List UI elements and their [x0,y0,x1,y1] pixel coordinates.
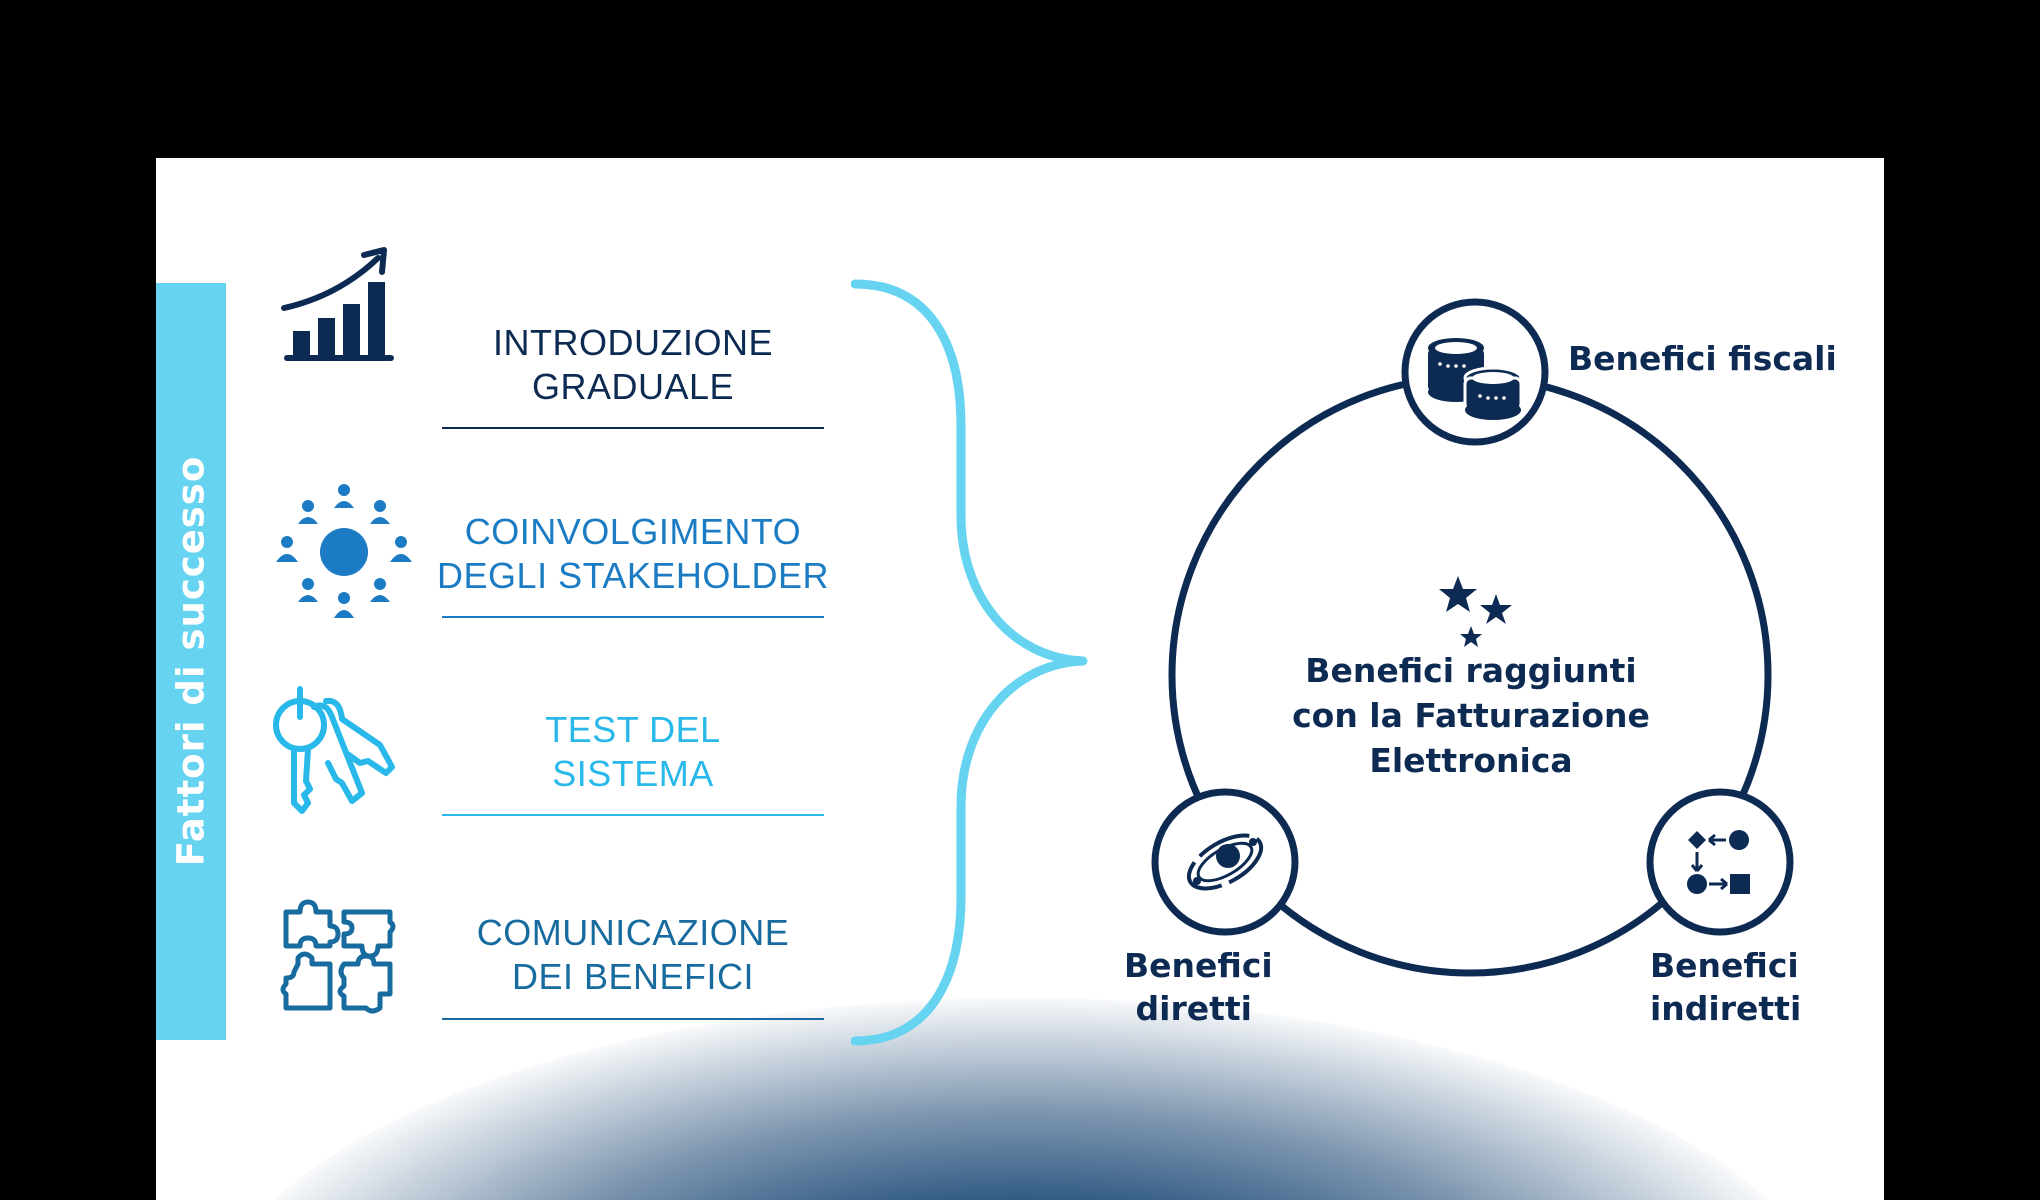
label-fiscal-benefits: Benefici fiscali [1568,339,1837,378]
factor-title: INTRODUZIONE GRADUALE [493,322,773,407]
stakeholders-network-icon [276,484,412,618]
process-flow-icon [1687,830,1750,894]
infographic-panel: Fattori di successo INTRODUZIONE GRADUAL… [156,158,1884,1200]
label-direct-benefits: Benefici diretti [1124,946,1273,1028]
stars-icon [1439,576,1512,647]
sidebar-band: Fattori di successo [156,283,226,1040]
node-fiscal-benefits [1401,298,1549,446]
factor-title: COMUNICAZIONE DEI BENEFICI [476,912,790,997]
factor-title: TEST DEL SISTEMA [545,709,721,794]
puzzle-pieces-icon [280,899,396,1014]
growth-chart-icon [281,247,394,361]
factor-underline [442,1018,824,1020]
keys-icon [273,686,395,814]
center-title: Benefici raggiunti con la Fatturazione E… [1292,651,1650,780]
node-indirect-benefits [1646,788,1794,936]
factor-title: COINVOLGIMENTO DEGLI STAKEHOLDER [437,511,829,596]
factor-underline [442,814,824,816]
label-indirect-benefits: Benefici indiretti [1650,946,1802,1028]
node-direct-benefits [1151,788,1299,936]
coins-icon [1428,338,1523,420]
factor-underline [442,427,824,429]
orbit-planet-icon [1186,833,1264,891]
benefits-cycle-diagram [1151,298,1794,977]
factor-underline [442,616,824,618]
curly-brace-connector [851,279,1088,1046]
